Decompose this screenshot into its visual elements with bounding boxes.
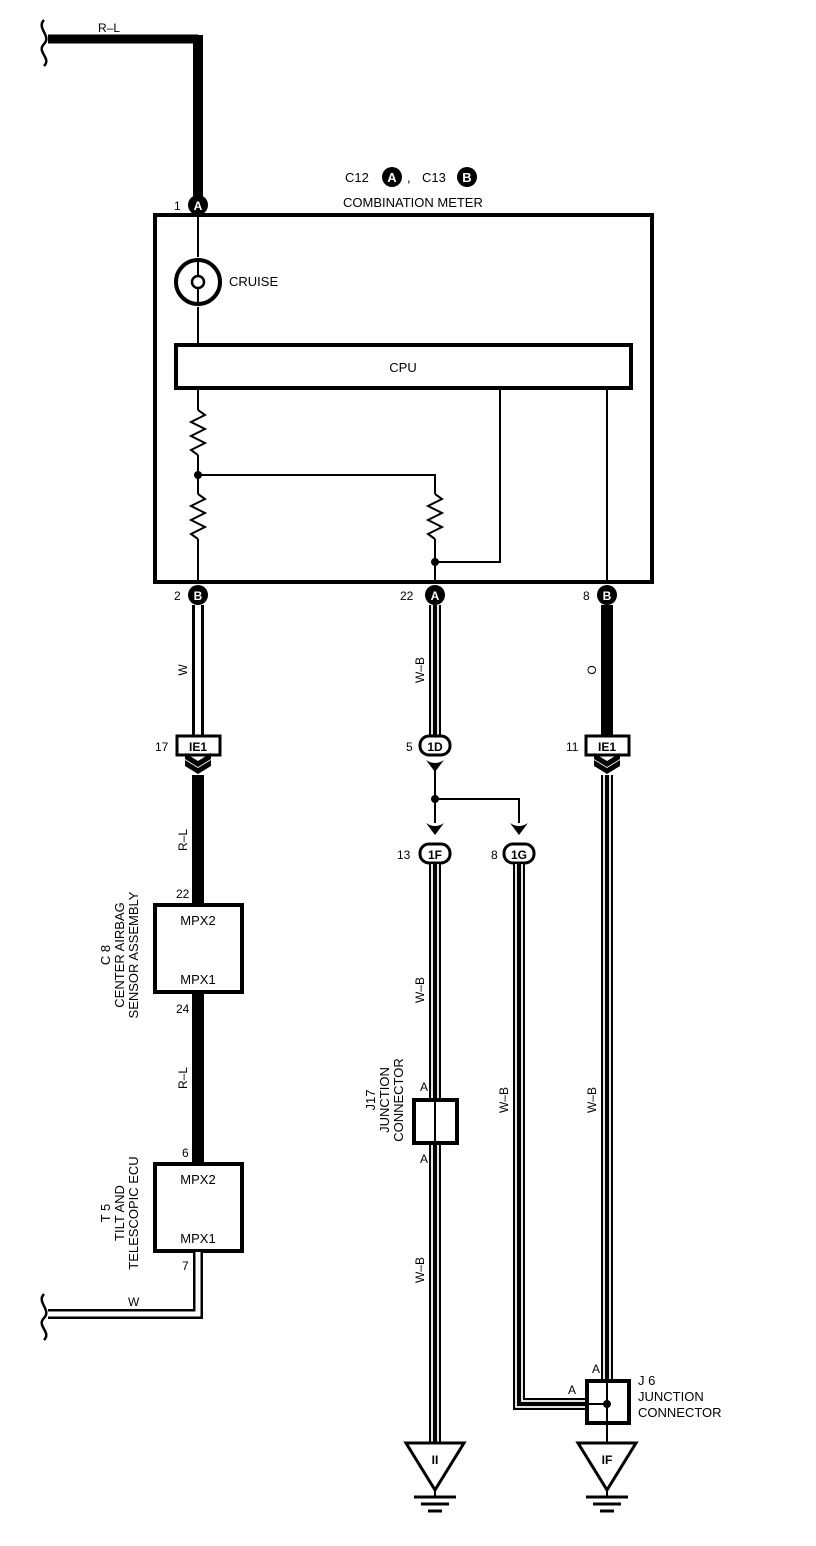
c8-pin-top: 22 <box>176 887 190 901</box>
meter-header: C12 A , C13 B COMBINATION METER <box>343 167 483 210</box>
svg-text:CONNECTOR: CONNECTOR <box>638 1405 722 1420</box>
connector-1f: 1F 13 <box>397 823 452 865</box>
cpu-box <box>174 343 633 390</box>
j17-label: J17 JUNCTION CONNECTOR <box>363 1058 406 1142</box>
wire-color-1f: W–B <box>413 977 427 1003</box>
svg-text:2: 2 <box>174 589 181 603</box>
wire-color-left: W <box>176 664 190 676</box>
branch-to-1g <box>435 798 520 823</box>
ground-if-label: IF <box>602 1453 613 1467</box>
meter-code-letter-a: A <box>387 170 397 185</box>
t5-label: T 5 TILT AND TELESCOPIC ECU <box>98 1156 141 1269</box>
svg-text:C 8: C 8 <box>98 945 113 965</box>
svg-text:22: 22 <box>400 589 414 603</box>
meter-code-c13: C13 <box>422 170 446 185</box>
connector-1d: 1D 5 <box>406 734 452 799</box>
connector-ie1-left: IE1 17 <box>155 734 222 774</box>
svg-text:SENSOR ASSEMBLY: SENSOR ASSEMBLY <box>126 891 141 1018</box>
svg-text:17: 17 <box>155 740 169 754</box>
meter-code-letter-b: B <box>462 170 471 185</box>
junction-dot-cpu <box>431 558 439 566</box>
cpu-label: CPU <box>389 360 416 375</box>
j6-pin-top: A <box>592 1362 600 1376</box>
svg-text:IE1: IE1 <box>598 740 616 754</box>
t5-pin-bottom: 7 <box>182 1259 189 1273</box>
meter-pin-a22: A 22 <box>400 585 445 605</box>
meter-code-c12: C12 <box>345 170 369 185</box>
svg-text:13: 13 <box>397 848 411 862</box>
wire-break-bottom <box>40 1293 48 1341</box>
t5-pin-top: 6 <box>182 1146 189 1160</box>
cruise-label: CRUISE <box>229 274 278 289</box>
svg-text:J 6: J 6 <box>638 1373 655 1388</box>
svg-text:A: A <box>194 199 203 213</box>
svg-text:JUNCTION: JUNCTION <box>638 1389 704 1404</box>
junction-dot-resistor <box>194 471 202 479</box>
j6-pin-left: A <box>568 1383 576 1397</box>
meter-pin-a1: A 1 <box>174 195 208 215</box>
combination-meter-box <box>153 213 654 584</box>
c8-box <box>153 903 244 994</box>
wire-color-bottom-w: W <box>128 1295 140 1309</box>
svg-text:CENTER AIRBAG: CENTER AIRBAG <box>112 902 127 1007</box>
svg-text:11: 11 <box>566 740 579 754</box>
wire-color-rl-lower: R–L <box>176 1067 190 1089</box>
wire-mid-w-b <box>429 605 441 735</box>
svg-text:B: B <box>194 589 203 603</box>
meter-pin-b8: B 8 <box>583 585 617 605</box>
connector-ie1-right: IE1 11 <box>566 734 631 774</box>
ground-ii-icon <box>403 1441 467 1513</box>
j17-pin-top: A <box>420 1080 428 1094</box>
wire-color-lower: W–B <box>413 1257 427 1283</box>
meter-pin-b2: B 2 <box>174 585 208 605</box>
svg-text:1D: 1D <box>427 740 443 754</box>
c8-terminal-mpx1: MPX1 <box>180 972 215 987</box>
wire-color-right-w-b: W–B <box>585 1087 599 1113</box>
connector-1g: 1G 8 <box>491 823 536 865</box>
svg-text:5: 5 <box>406 740 413 754</box>
meter-code-comma: , <box>407 170 411 185</box>
meter-internal-circuit <box>188 214 608 583</box>
wire-color-top: R–L <box>98 21 120 35</box>
svg-text:8: 8 <box>583 589 590 603</box>
cruise-lamp-icon <box>174 258 222 306</box>
wire-1f-to-ground <box>429 864 441 1442</box>
svg-text:8: 8 <box>491 848 498 862</box>
c8-pin-bottom: 24 <box>176 1002 190 1016</box>
wire-1g-to-j6 <box>513 864 587 1410</box>
svg-text:1G: 1G <box>511 848 527 862</box>
wire-top-r-l <box>40 19 203 196</box>
t5-terminal-mpx2: MPX2 <box>180 1172 215 1187</box>
svg-text:B: B <box>603 589 612 603</box>
svg-text:TELESCOPIC ECU: TELESCOPIC ECU <box>126 1156 141 1269</box>
svg-text:IE1: IE1 <box>189 740 207 754</box>
ground-ii-label: II <box>432 1453 439 1467</box>
j17-pin-bottom: A <box>420 1152 428 1166</box>
svg-text:CONNECTOR: CONNECTOR <box>391 1058 406 1142</box>
meter-code-badge-a <box>382 167 402 187</box>
wire-color-mid: W–B <box>413 657 427 683</box>
svg-text:TILT AND: TILT AND <box>112 1185 127 1241</box>
svg-text:1: 1 <box>174 199 181 213</box>
wire-color-1g: W–B <box>497 1087 511 1113</box>
wire-right-w-b <box>601 775 613 1381</box>
wire-break-top <box>40 19 48 67</box>
svg-text:A: A <box>431 589 440 603</box>
c8-label: C 8 CENTER AIRBAG SENSOR ASSEMBLY <box>98 891 141 1018</box>
svg-text:T 5: T 5 <box>98 1204 113 1223</box>
meter-name: COMBINATION METER <box>343 195 483 210</box>
t5-box <box>153 1162 244 1253</box>
svg-text:JUNCTION: JUNCTION <box>377 1067 392 1133</box>
svg-text:1F: 1F <box>428 848 442 862</box>
t5-terminal-mpx1: MPX1 <box>180 1231 215 1246</box>
wire-color-right: O <box>585 665 599 674</box>
c8-terminal-mpx2: MPX2 <box>180 913 215 928</box>
svg-text:J17: J17 <box>363 1090 378 1111</box>
wire-bottom-w <box>40 1252 203 1341</box>
ground-if-icon <box>575 1441 639 1513</box>
j6-splice-dot <box>603 1400 611 1408</box>
wire-color-rl-upper: R–L <box>176 829 190 851</box>
j6-label: J 6 JUNCTION CONNECTOR <box>638 1373 722 1420</box>
